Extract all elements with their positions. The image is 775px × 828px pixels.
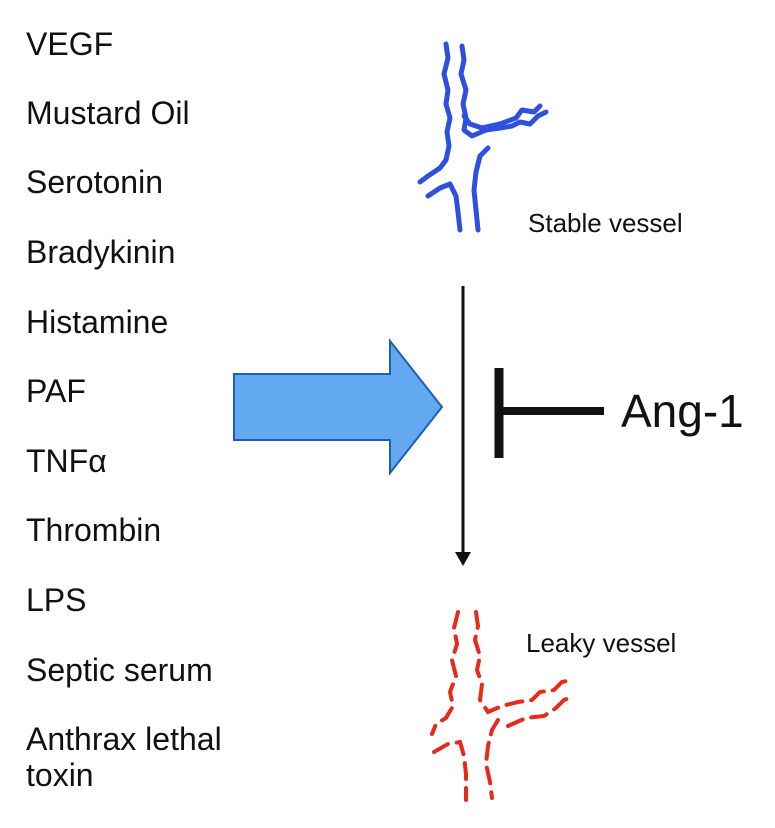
leaky-vessel-icon bbox=[430, 610, 576, 802]
stable-vessel-icon bbox=[417, 41, 549, 233]
block-arrow bbox=[233, 338, 444, 476]
mediator-septic-serum: Septic serum bbox=[26, 652, 213, 688]
mediator-histamine: Histamine bbox=[26, 304, 169, 340]
mediator-tnf-alpha: TNFα bbox=[26, 443, 107, 479]
mediator-paf: PAF bbox=[26, 373, 86, 409]
mediator-serotonin: Serotonin bbox=[26, 164, 163, 200]
transition-arrow bbox=[455, 286, 471, 566]
mediator-vegf: VEGF bbox=[26, 26, 114, 62]
inhibition-bar bbox=[494, 368, 604, 458]
ang1-label: Ang-1 bbox=[621, 385, 744, 437]
stable-vessel-label: Stable vessel bbox=[528, 208, 683, 238]
mediator-anthrax-toxin: Anthrax lethal toxin bbox=[26, 721, 222, 793]
mediator-mustard-oil: Mustard Oil bbox=[26, 95, 190, 131]
mediator-thrombin: Thrombin bbox=[26, 512, 162, 548]
mediator-lps: LPS bbox=[26, 582, 87, 618]
mediator-bradykinin: Bradykinin bbox=[26, 234, 176, 270]
leaky-vessel-label: Leaky vessel bbox=[526, 628, 677, 658]
